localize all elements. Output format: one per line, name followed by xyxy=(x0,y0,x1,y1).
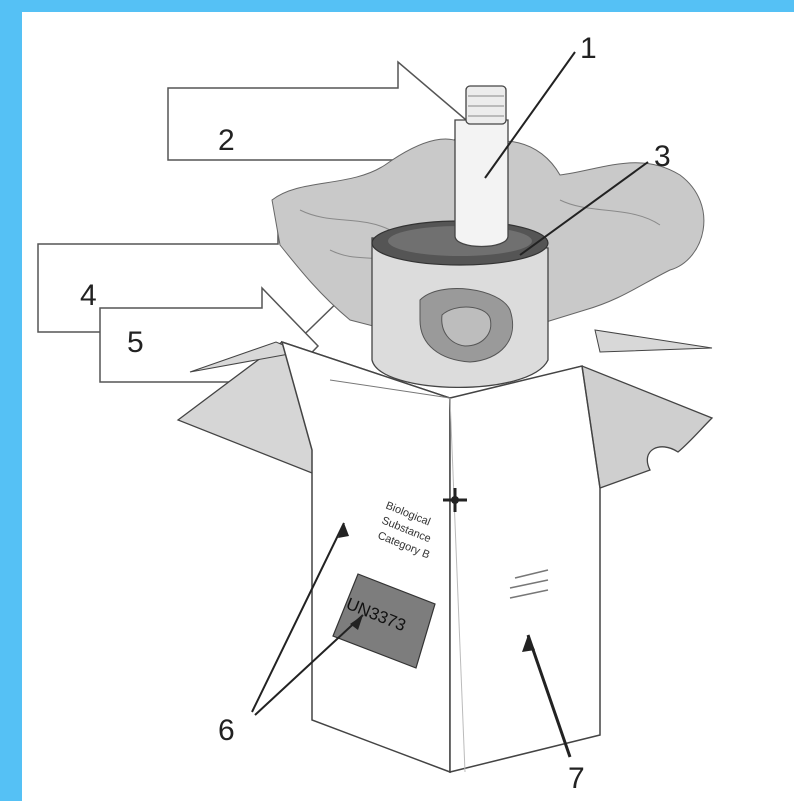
box-flap-tips xyxy=(189,329,713,373)
callout-1: 1 xyxy=(580,32,597,65)
secondary-container xyxy=(371,220,549,389)
primary-tube xyxy=(454,85,509,248)
callout-3: 3 xyxy=(654,140,671,173)
un3373-label xyxy=(332,573,436,669)
orientation-marks xyxy=(509,569,549,599)
leader-lines xyxy=(251,51,649,758)
callout-6: 6 xyxy=(218,714,235,747)
leader-arrowheads xyxy=(338,523,535,652)
callout-2: 2 xyxy=(218,124,235,157)
biohazard-mark xyxy=(443,488,467,512)
callout-5: 5 xyxy=(127,326,144,359)
callout-7: 7 xyxy=(568,762,585,795)
callout-4: 4 xyxy=(80,279,97,312)
